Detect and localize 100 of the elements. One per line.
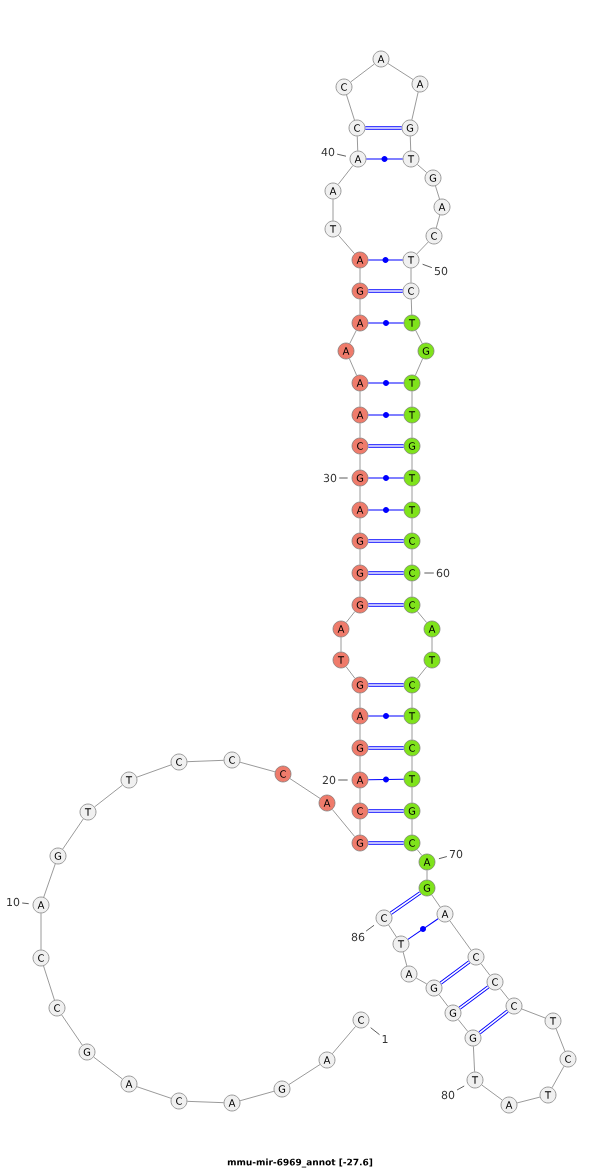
- backbone-line: [415, 977, 428, 985]
- position-number: 1: [382, 1035, 388, 1043]
- backbone-line: [345, 666, 356, 679]
- backbone-line: [411, 517, 413, 534]
- leader-line: [365, 924, 375, 932]
- backbone-line: [40, 912, 42, 951]
- backbone-line: [289, 778, 321, 799]
- position-number: 30: [323, 473, 337, 483]
- base-pair-line: [367, 746, 405, 750]
- base-pair-line: [367, 507, 405, 513]
- backbone-line: [359, 267, 361, 284]
- backbone-line: [499, 988, 510, 1000]
- caption: mmu-mir-6969_annot [-27.6]: [227, 1158, 373, 1168]
- backbone-line: [359, 787, 361, 804]
- backbone-line: [359, 517, 361, 534]
- backbone-line: [93, 1056, 123, 1080]
- backbone-line: [359, 390, 361, 408]
- backbone-line: [449, 920, 472, 951]
- position-number: 80: [441, 1090, 455, 1100]
- backbone-line: [239, 1090, 275, 1102]
- backbone-line: [61, 1014, 83, 1046]
- backbone-line: [346, 94, 355, 121]
- leader-line: [422, 263, 433, 269]
- backbone-line: [356, 135, 359, 152]
- backbone-line: [332, 198, 334, 222]
- backbone-line: [415, 330, 423, 344]
- base-pair-line: [407, 918, 439, 940]
- backbone-line: [416, 164, 428, 173]
- position-number: 70: [449, 849, 463, 859]
- backbone-line: [359, 755, 361, 773]
- backbone-line: [555, 1028, 566, 1052]
- backbone-line: [411, 692, 413, 709]
- backbone-line: [359, 818, 361, 836]
- backbone-line: [411, 548, 413, 566]
- backbone-line: [331, 809, 356, 837]
- position-number: 86: [351, 932, 365, 942]
- backbone-line: [332, 1025, 356, 1055]
- base-pair-line: [367, 289, 404, 293]
- backbone-line: [473, 1045, 475, 1073]
- backbone-line: [411, 755, 413, 772]
- base-pair-line: [367, 841, 405, 845]
- backbone-line: [359, 723, 361, 741]
- backbone-line: [457, 1019, 469, 1032]
- backbone-line: [388, 924, 397, 938]
- backbone-line: [43, 863, 56, 898]
- backbone-line: [94, 784, 123, 808]
- backbone-line: [411, 422, 413, 439]
- backbone-line: [340, 636, 342, 653]
- base-pair-line: [367, 380, 405, 386]
- base-pair-line: [439, 960, 471, 985]
- position-number: 10: [7, 897, 20, 907]
- backbone-line: [411, 485, 413, 503]
- backbone-line: [136, 1086, 172, 1099]
- base-pair-line: [367, 412, 405, 418]
- backbone-line: [521, 1008, 546, 1019]
- backbone-line: [431, 636, 433, 653]
- leader-line: [456, 1085, 465, 1091]
- backbone-line: [416, 611, 428, 623]
- backbone-line: [426, 869, 428, 881]
- backbone-line: [359, 422, 361, 439]
- base-pair-line: [367, 539, 405, 543]
- backbone-line: [416, 241, 429, 255]
- backbone-line: [481, 1084, 503, 1101]
- backbone-line: [288, 1064, 321, 1085]
- base-pair-line: [367, 257, 404, 263]
- position-number: 50: [434, 266, 448, 276]
- backbone-line: [411, 390, 413, 408]
- backbone-line: [411, 453, 413, 471]
- backbone-line: [186, 759, 225, 763]
- base-pair-line: [478, 1009, 509, 1035]
- backbone-line: [416, 849, 423, 856]
- base-pair-line: [389, 891, 422, 915]
- backbone-line: [435, 214, 441, 229]
- position-number: 20: [322, 775, 336, 785]
- base-pair-line: [367, 776, 405, 783]
- backbone-line: [435, 185, 440, 200]
- backbone-line: [416, 666, 428, 679]
- base-pair-line: [367, 475, 405, 481]
- backbone-line: [551, 1065, 565, 1089]
- backbone-line: [438, 994, 449, 1007]
- backbone-line: [411, 818, 413, 836]
- backbone-line: [136, 764, 172, 778]
- backbone-line: [239, 761, 276, 773]
- backbone-line: [359, 453, 361, 471]
- backbone-line: [349, 330, 357, 344]
- leader-line: [336, 153, 347, 157]
- backbone-line: [410, 298, 413, 316]
- backbone-line: [350, 63, 375, 83]
- base-pair-line: [365, 156, 404, 162]
- backbone-line: [431, 894, 441, 908]
- base-pair-line: [367, 571, 405, 575]
- backbone-line: [348, 358, 358, 376]
- leader-line: [423, 572, 435, 574]
- backbone-line: [516, 1096, 541, 1104]
- position-number: 60: [436, 568, 450, 578]
- backbone-line: [411, 580, 413, 598]
- backbone-line: [359, 485, 361, 503]
- backbone-line: [409, 135, 412, 152]
- base-pair-line: [367, 809, 405, 813]
- backbone-line: [337, 165, 354, 185]
